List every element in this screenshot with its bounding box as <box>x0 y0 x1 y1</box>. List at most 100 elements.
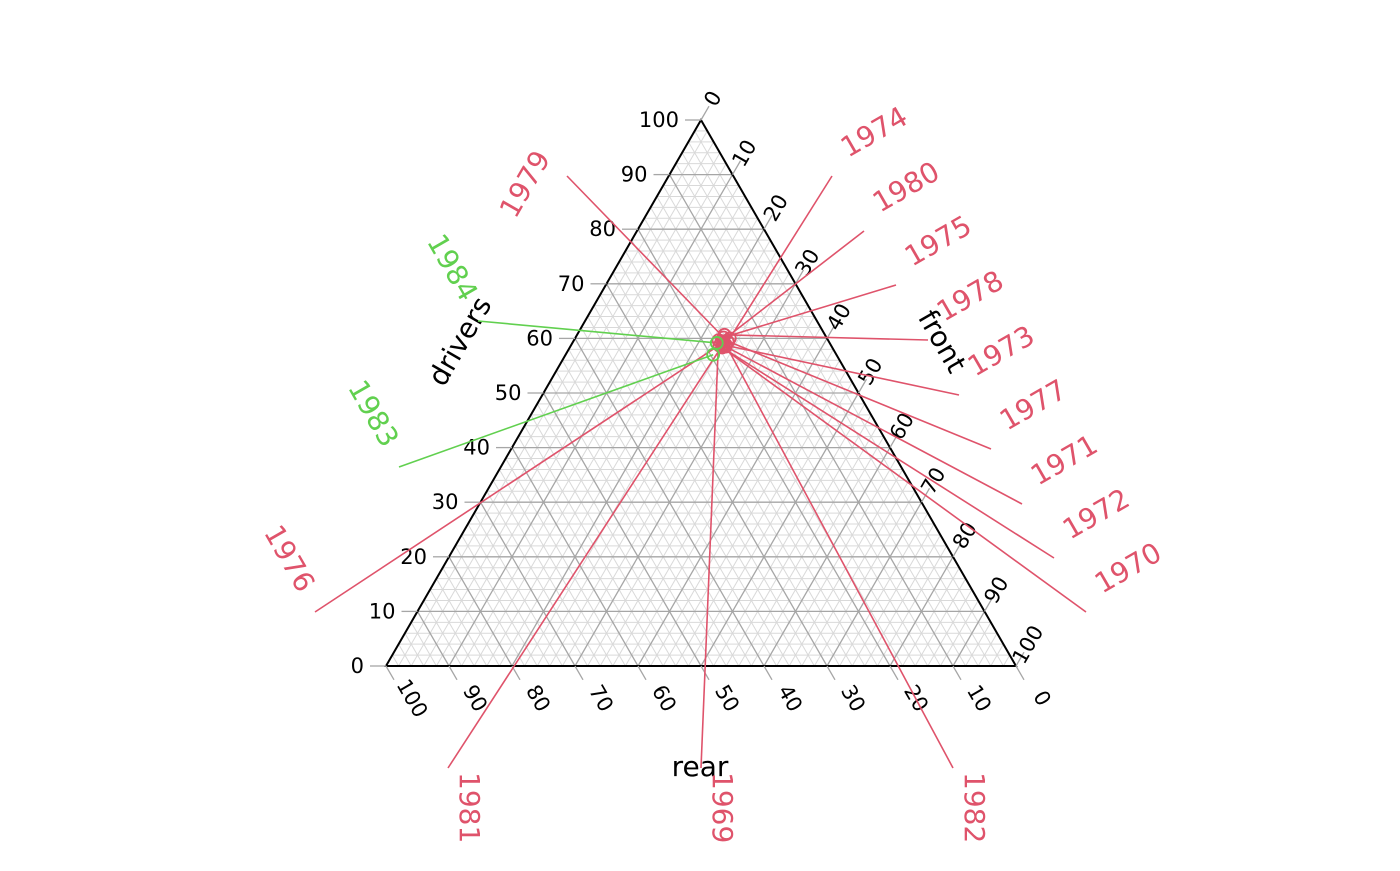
right-tick <box>1015 651 1025 667</box>
point-label-1978: 1978 <box>931 264 1009 328</box>
bottom-tick <box>637 665 647 681</box>
minor-grid-line-rear <box>492 480 601 667</box>
minor-grid-line-front <box>851 523 935 667</box>
minor-grid-line-front <box>902 567 960 667</box>
minor-grid-line-rear <box>391 654 400 667</box>
minor-grid-line-rear <box>517 436 652 667</box>
point-label-1972: 1972 <box>1057 482 1135 546</box>
leader-line-1970 <box>721 346 1087 613</box>
bottom-tick <box>763 665 773 681</box>
minor-grid-line-rear <box>694 130 1004 667</box>
point-label-1981: 1981 <box>453 772 486 843</box>
leader-line-1975 <box>723 284 897 339</box>
right-tick-label: 50 <box>853 354 887 389</box>
point-label-1982: 1982 <box>958 772 991 843</box>
right-tick <box>889 433 899 448</box>
bottom-tick <box>385 665 395 681</box>
leader-line-1982 <box>725 344 954 769</box>
left-tick-label: 30 <box>432 490 459 514</box>
right-tick <box>700 105 710 121</box>
data-points <box>706 327 737 362</box>
point-label-1970: 1970 <box>1089 536 1167 600</box>
minor-grid-line-rear <box>580 327 778 667</box>
bottom-tick-label: 10 <box>962 681 996 716</box>
minor-grid-line-front <box>624 327 822 667</box>
minor-grid-line-front <box>599 305 809 667</box>
leader-line-1978 <box>724 334 929 341</box>
leader-line-1973 <box>722 343 960 396</box>
minor-grid-line-rear <box>681 152 979 667</box>
bottom-tick-label: 60 <box>647 681 681 716</box>
right-tick-label: 60 <box>885 409 919 444</box>
minor-grid-line-rear <box>429 589 475 667</box>
bottom-tick <box>574 665 584 681</box>
bottom-tick <box>448 665 458 681</box>
major-grid-line-rear <box>668 174 954 667</box>
point-label-1977: 1977 <box>994 373 1072 437</box>
minor-grid-line-front <box>801 480 910 667</box>
leader-line-1972 <box>719 344 1055 559</box>
bottom-tick-label: 70 <box>584 681 618 716</box>
minor-grid-line-rear <box>643 218 904 667</box>
label-leader-lines <box>314 175 1087 769</box>
point-label-1973: 1973 <box>962 319 1040 383</box>
minor-grid <box>391 130 1011 667</box>
point-label-1984: 1984 <box>420 228 484 306</box>
left-tick-label: 80 <box>589 217 616 241</box>
bottom-tick-label: 80 <box>521 681 555 716</box>
bottom-tick <box>826 665 836 681</box>
right-tick <box>952 542 962 558</box>
major-grid-line-rear <box>416 611 450 667</box>
minor-grid-line-rear <box>404 632 425 667</box>
minor-grid-line-front <box>473 196 746 667</box>
minor-grid-line-front <box>927 589 973 667</box>
leader-line-1984 <box>477 320 717 344</box>
minor-grid-line-rear <box>442 567 500 667</box>
leader-line-1979 <box>566 175 729 343</box>
point-label-1983: 1983 <box>341 374 405 452</box>
major-grid-line-front <box>826 501 923 667</box>
bottom-tick <box>1015 665 1025 681</box>
leader-line-1971 <box>725 345 1023 505</box>
major-grid-line-front <box>448 174 734 667</box>
left-axis-title: drivers <box>421 291 498 391</box>
minor-grid-line-front <box>549 261 784 667</box>
leader-line-1974 <box>729 175 833 339</box>
minor-grid-line-front <box>524 239 771 667</box>
left-tick-label: 20 <box>400 545 427 569</box>
point-label-1974: 1974 <box>835 100 913 164</box>
right-tick-label: 10 <box>727 136 761 171</box>
minor-grid-line-front <box>675 370 847 667</box>
minor-grid-line-front <box>398 130 708 667</box>
leader-line-1983 <box>398 354 714 468</box>
right-tick <box>731 160 742 175</box>
bottom-tick-label: 90 <box>458 681 492 716</box>
point-label-1971: 1971 <box>1025 428 1103 492</box>
point-label-1976: 1976 <box>257 519 321 597</box>
point-label-1975: 1975 <box>899 209 977 273</box>
leader-line-1976 <box>314 341 725 613</box>
minor-grid-line-rear <box>618 261 853 667</box>
major-grid-line-rear <box>542 392 702 667</box>
left-tick-label: 90 <box>621 163 648 187</box>
minor-grid-line-rear <box>568 349 752 667</box>
point-label-1979: 1979 <box>493 145 557 223</box>
right-tick <box>826 324 836 339</box>
leader-line-1977 <box>727 340 992 450</box>
right-tick <box>983 597 994 612</box>
bottom-tick <box>889 665 899 681</box>
major-grid-line-front <box>700 392 860 667</box>
right-tick <box>763 215 773 230</box>
left-tick-label: 100 <box>639 108 679 132</box>
minor-grid-line-rear <box>530 414 677 667</box>
leader-line-1980 <box>721 230 865 342</box>
right-tick-label: 90 <box>979 572 1013 607</box>
major-grid-line-rear <box>479 501 576 667</box>
minor-grid-line-front <box>977 632 998 667</box>
right-tick <box>857 378 868 394</box>
left-tick-label: 0 <box>351 654 364 678</box>
leader-line-1969 <box>700 340 720 769</box>
bottom-axis-title: rear <box>672 750 729 783</box>
minor-grid-line-front <box>776 458 897 667</box>
